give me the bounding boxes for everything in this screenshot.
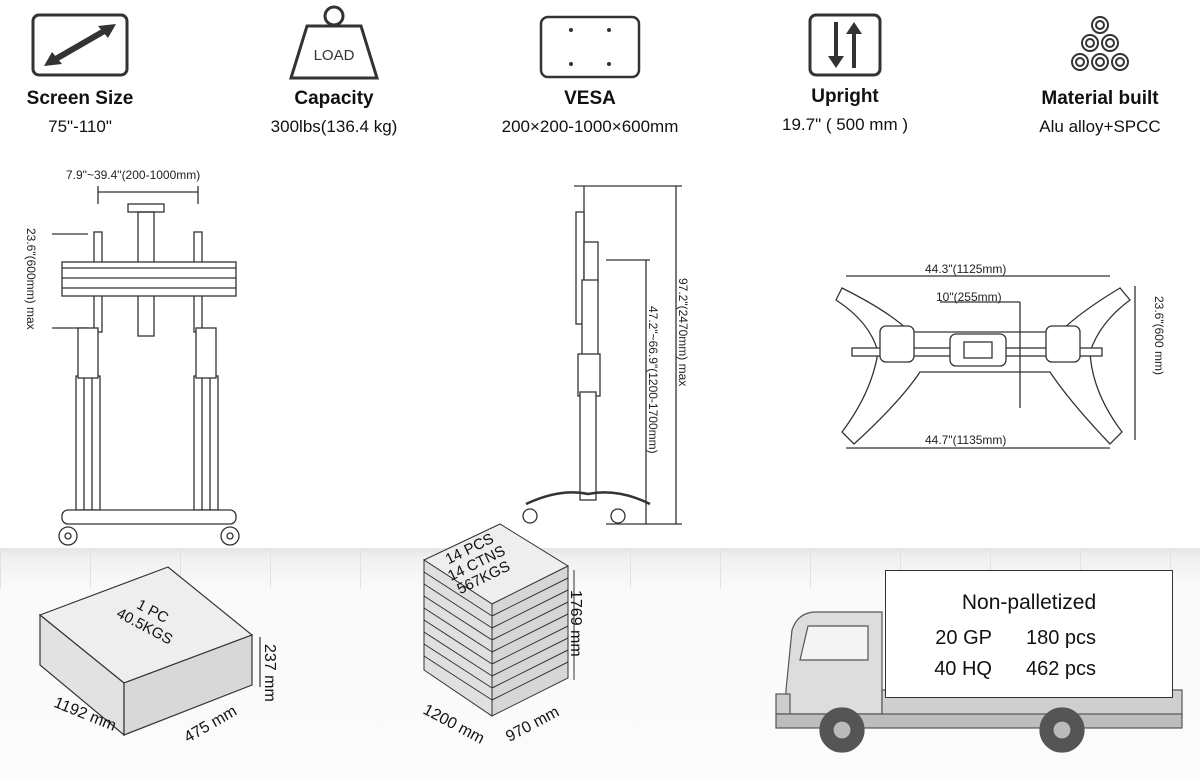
base-depth-dim: 23.6"(600 mm) bbox=[1152, 296, 1166, 375]
spec-title: Screen Size bbox=[26, 88, 134, 109]
spec-value: 300lbs(136.4 kg) bbox=[270, 117, 398, 136]
up-down-arrows-icon bbox=[808, 13, 882, 77]
spec-title: VESA bbox=[564, 88, 616, 109]
side-total-height-dim: 97.2"(2470mm) max bbox=[676, 278, 690, 387]
shipping-title: Non-palletized bbox=[961, 591, 1097, 614]
base-bottom-width-dim: 44.7"(1135mm) bbox=[925, 433, 1007, 447]
container-qty: 180 pcs bbox=[1026, 627, 1097, 649]
container-type: 20 GP bbox=[935, 627, 992, 649]
base-view-stand bbox=[835, 275, 1136, 449]
spec-material: Material built Alu alloy+SPCC bbox=[990, 0, 1200, 138]
spec-title: Capacity bbox=[294, 88, 374, 109]
carton-box bbox=[38, 566, 261, 737]
shipping-row: 40 HQ 462 pcs bbox=[886, 658, 1172, 681]
container-qty: 462 pcs bbox=[1026, 658, 1097, 680]
spec-title: Upright bbox=[811, 86, 879, 107]
spec-value: 19.7" ( 500 mm ) bbox=[781, 115, 909, 134]
spec-title: Material built bbox=[1041, 88, 1159, 109]
spec-value: Alu alloy+SPCC bbox=[1039, 117, 1161, 136]
screen-size-icon bbox=[31, 13, 129, 77]
spec-capacity: LOAD Capacity 300lbs(136.4 kg) bbox=[224, 0, 444, 138]
side-view-stand bbox=[522, 185, 682, 525]
spec-value: 200×200-1000×600mm bbox=[501, 117, 679, 136]
pallet-stack bbox=[422, 523, 575, 717]
shipping-row: 20 GP 180 pcs bbox=[886, 627, 1172, 650]
container-type: 40 HQ bbox=[934, 658, 992, 680]
vesa-pattern-icon bbox=[539, 15, 641, 79]
pallet-height: 1769 mm bbox=[567, 590, 584, 657]
front-width-dim: 7.9"~39.4"(200-1000mm) bbox=[66, 168, 201, 182]
shipping-info-panel: Non-palletized 20 GP 180 pcs 40 HQ 462 p… bbox=[885, 570, 1173, 698]
spec-vesa: VESA 200×200-1000×600mm bbox=[480, 0, 700, 138]
spec-screen-size: Screen Size 75"-110" bbox=[0, 0, 190, 138]
material-coils-icon bbox=[1071, 16, 1129, 71]
load-label: LOAD bbox=[314, 47, 355, 64]
front-view-stand bbox=[52, 186, 240, 546]
base-top-width-dim: 44.3"(1125mm) bbox=[925, 262, 1007, 276]
side-height-range-dim: 47.2"~66.9"(1200-1700mm) bbox=[646, 306, 660, 454]
carton-height: 237 mm bbox=[261, 644, 278, 702]
spec-upright: Upright 19.7" ( 500 mm ) bbox=[735, 0, 955, 136]
load-weight-icon: LOAD bbox=[288, 5, 380, 80]
spec-value: 75"-110" bbox=[48, 117, 112, 136]
front-height-dim: 23.6"(600mm) max bbox=[24, 228, 38, 330]
base-inner-dim: 10"(255mm) bbox=[936, 290, 1002, 304]
